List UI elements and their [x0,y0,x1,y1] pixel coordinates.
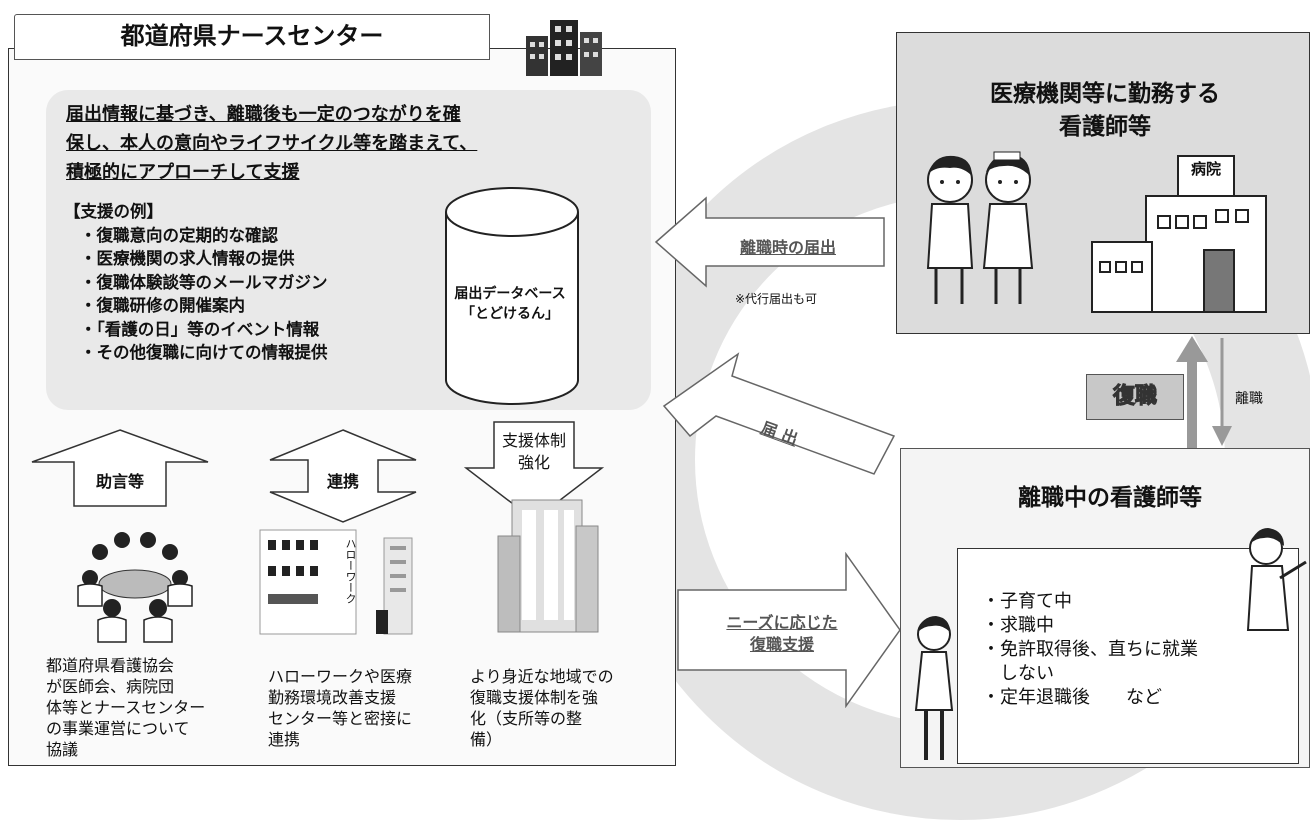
description-line: 協議 [46,740,79,759]
example-item: ・復職研修の開催案内 [80,296,245,315]
example-item: ・復職意向の定期的な確認 [80,225,278,245]
return-support-label: ニーズに応じた 復職支援 [692,612,872,656]
database-cylinder-icon [445,187,579,405]
database-nickname: 「とどけるん」 [461,306,559,322]
description-line: の事業運営について [46,719,190,738]
support-examples-list: 【支援の例】 ・復職意向の定期的な確認 ・医療機関の求人情報の提供 ・復職体験談… [64,200,444,365]
return-support-label-line: 復職支援 [749,635,814,654]
hellowork-sign: ハローワーク [344,538,357,604]
status-item: ・免許取得後、直ちに就業 [982,639,1198,660]
return-support-right-arrow [677,552,901,708]
support-label: 支援体制 強化 [494,430,574,474]
description-line: 化（支所等の整 [470,709,583,728]
intro-line: 届出情報に基づき、離職後も一定のつながりを確 [66,104,461,125]
description-line: が医師会、病院団 [46,677,175,696]
support-down-arrow [464,421,604,521]
support-label-line: 支援体制 [501,431,566,450]
woman-standing-icon [914,616,954,760]
database-name: 届出データベース [454,286,566,302]
notification-left-arrow [654,196,885,288]
example-item: ・医療機関の求人情報の提供 [80,249,295,268]
nurses-icon [926,151,1034,304]
nurse-center-title: 都道府県ナースセンター [14,14,490,60]
description-line: ハローワークや医療 [268,667,413,686]
regional-office-building-icon [497,499,599,633]
proxy-notification-note: ※代行届出も可 [735,292,818,306]
people-group-icon [77,532,193,643]
status-item: ・求職中 [982,615,1054,636]
off-work-status-box [957,548,1299,764]
return-support-label-line: ニーズに応じた [726,613,838,632]
intro-line: 保し、本人の意向やライフサイクル等を踏まえて、 [66,133,478,154]
regional-description: より身近な地域での 復職支援体制を強 化（支所等の整 備） [470,666,660,750]
database-label: 届出データベース 「とどけるん」 [440,284,580,324]
status-item: しない [982,663,1054,684]
return-leave-arrows [1176,336,1232,448]
description-line: 都道府県看護協会 [46,656,175,675]
description-line: センター等と密接に [268,709,413,728]
leave-job-label: 離職 [1235,391,1263,407]
title-line: 看護師等 [1059,114,1151,140]
example-item: ・「看護の日」等のイベント情報 [80,319,320,339]
examples-heading: 【支援の例】 [64,202,163,221]
status-item: ・子育て中 [982,591,1072,612]
hellowork-description: ハローワークや医療 勤務環境改善支援 センター等と密接に 連携 [268,666,458,750]
off-work-nurses-title: 離職中の看護師等 [1018,485,1202,511]
hospital-building-icon [1091,155,1267,313]
notification-on-leave-label: 離職時の届出 [739,238,836,257]
advice-up-arrow [31,429,209,507]
description-line: より身近な地域での [470,667,614,686]
title-line: 医療機関等に勤務する [990,81,1220,107]
woman-waving-icon [1246,528,1307,631]
cooperation-label: 連携 [326,472,359,491]
office-building-icon [526,20,602,76]
description-line: 勤務環境改善支援 [268,688,397,707]
intro-line: 積極的にアプローチして支援 [66,162,300,183]
description-line: 連携 [268,730,301,749]
cooperation-double-arrow [269,429,417,523]
advice-label: 助言等 [95,472,144,491]
description-line: 体等とナースセンター [46,698,206,717]
example-item: ・復職体験談等のメールマガジン [80,272,328,292]
return-to-work-label: 復職 [1086,374,1184,420]
example-item: ・その他復職に向けての情報提供 [80,343,328,362]
support-label-line: 強化 [517,453,550,472]
status-item: ・定年退職後 など [982,687,1162,708]
hospital-sign: 病院 [1190,160,1221,178]
description-line: 備） [470,730,503,749]
hellowork-building-icon [259,529,413,635]
working-nurses-title: 医療機関等に勤務する 看護師等 [920,78,1290,144]
support-intro-text: 届出情報に基づき、離職後も一定のつながりを確 保し、本人の意向やライフサイクル等… [66,100,606,187]
association-description: 都道府県看護協会 が医師会、病院団 体等とナースセンター の事業運営について 協… [46,655,256,760]
off-work-status-list: ・子育て中 ・求職中 ・免許取得後、直ちに就業 しない ・定年退職後 など [982,590,1272,710]
description-line: 復職支援体制を強 [470,688,599,707]
notification-diagonal-arrow [662,352,896,475]
